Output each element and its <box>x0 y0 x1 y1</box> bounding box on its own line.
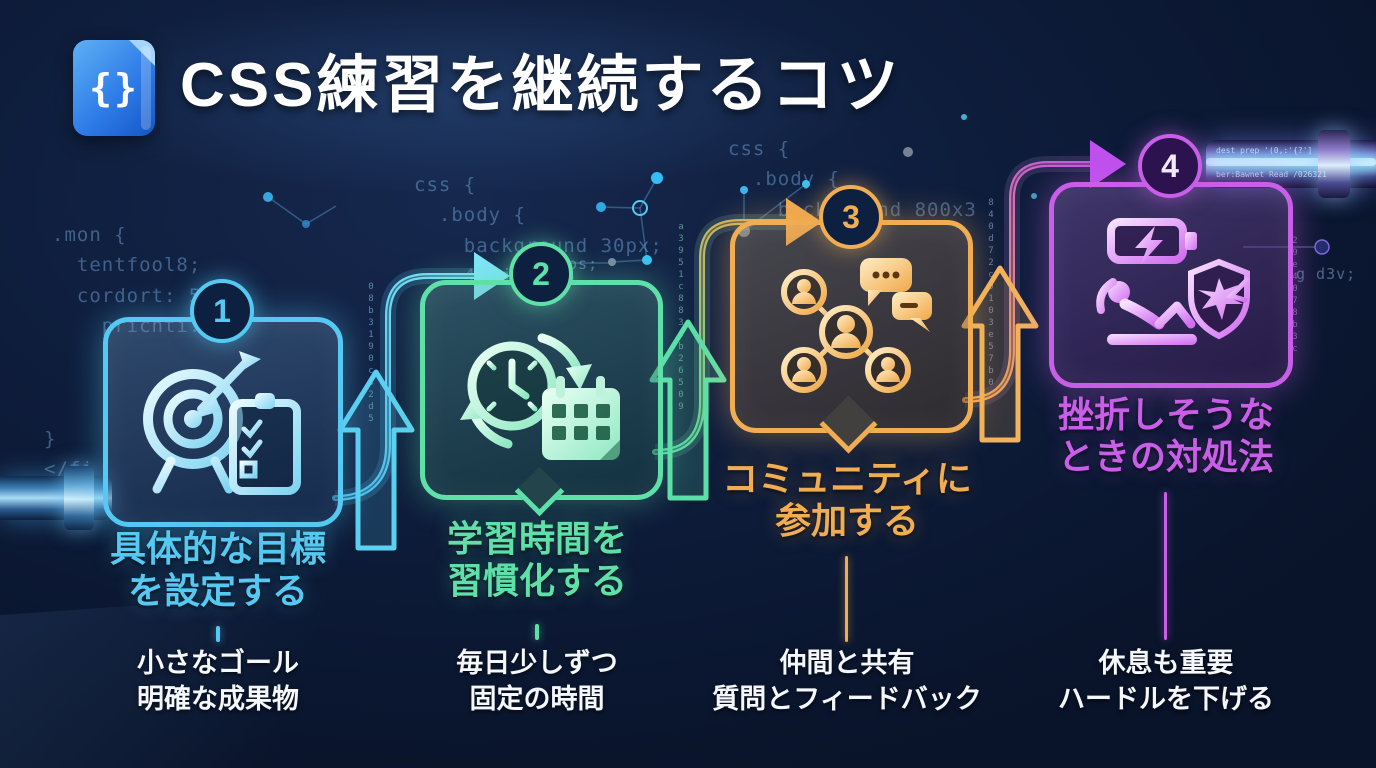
pipe-right-coupling <box>1318 130 1350 198</box>
pipe-code-text: ber:Bawnet Read /026321 <box>1216 170 1327 179</box>
step3-subtext: 仲間と共有質問とフィードバック <box>712 648 982 714</box>
step1-heading: 具体的な目標を設定する <box>109 528 326 612</box>
code-rain-column: 29e4078b3c <box>1290 236 1300 356</box>
chat-bubbles-icon <box>859 257 932 332</box>
resting-person-icon <box>1096 278 1197 345</box>
step2-connector <box>535 624 539 640</box>
community-icon <box>780 257 932 393</box>
step1-number-badge: 1 <box>190 279 254 343</box>
step3-heading: コミュニティに参加する <box>722 458 972 542</box>
folded-corner <box>129 40 155 66</box>
code-rain-column: a3951c8830b26509 <box>676 222 686 414</box>
step4-card <box>1049 182 1293 388</box>
step2-subtext: 毎日少しずつ固定の時間 <box>456 648 618 714</box>
battery-icon <box>1107 218 1197 264</box>
step2-heading: 学習時間を習慣化する <box>446 518 627 602</box>
background-code-far-right: g d3v; <box>1296 265 1357 283</box>
step1-card <box>103 317 343 527</box>
step3-number-badge: 3 <box>819 185 883 249</box>
target-checklist-icon <box>143 351 301 495</box>
code-rain-column: 08b3190c42d5 <box>366 282 376 426</box>
step1-subtext: 小さなゴール明確な成果物 <box>137 648 299 714</box>
step4-connector <box>1164 492 1167 640</box>
page-title: CSS練習を継続するコツ <box>180 51 902 120</box>
arrow-step1-to-step2 <box>332 252 510 551</box>
arrow-step3-to-step4 <box>961 140 1126 443</box>
shield-icon <box>1188 258 1250 340</box>
code-rain-column: 840d72c9103e57b0 <box>986 198 996 408</box>
clock-calendar-icon <box>459 333 620 460</box>
step4-number-badge: 4 <box>1138 134 1202 198</box>
icon-highlight-strip <box>141 46 151 130</box>
step4-heading: 挫折しそうなときの対処法 <box>1057 394 1274 478</box>
step4-subtext: 休息も重要ハードルを下げる <box>1058 648 1274 714</box>
braces-glyph: {} <box>89 66 139 110</box>
pipe-right-glow-core <box>1206 158 1376 166</box>
step2-number-badge: 2 <box>509 242 573 306</box>
pipe-left-coupling <box>64 466 94 530</box>
step3-connector <box>845 556 848 642</box>
title-glow <box>40 0 980 190</box>
step2-card <box>420 280 663 500</box>
step1-connector <box>216 626 220 642</box>
recharge-shield-icon <box>1096 218 1250 345</box>
pipe-code-text: dest prep '(0,:'{?'] <box>1216 146 1313 155</box>
css-file-icon: {} <box>73 40 155 136</box>
